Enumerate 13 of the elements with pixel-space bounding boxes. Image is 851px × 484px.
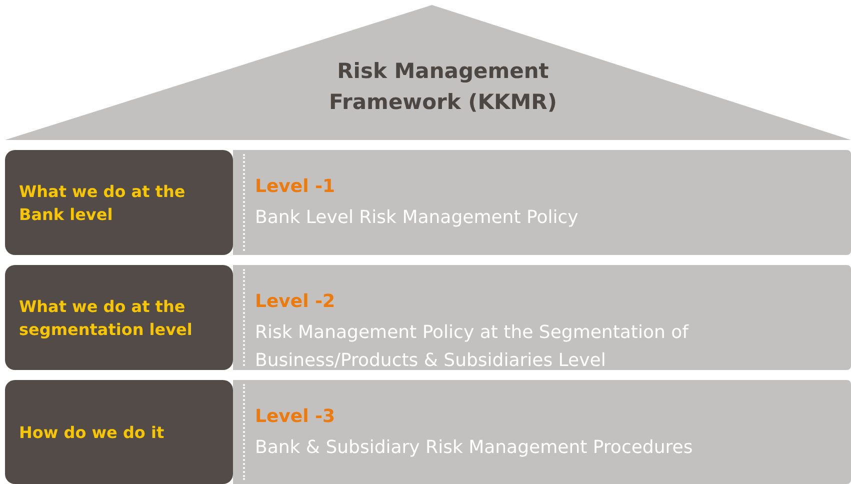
level-description: Risk Management Policy at the Segmentation of Business/Products & Subsidiaries Level	[255, 321, 690, 373]
level-description: Bank & Subsidiary Risk Management Procedures	[255, 436, 694, 460]
level-band	[233, 150, 851, 255]
level-heading: Level -1	[255, 175, 336, 199]
level-description: Bank Level Risk Management Policy	[255, 206, 580, 230]
scope-label: What we do at the Bank level	[5, 150, 233, 255]
level-band	[233, 265, 851, 370]
scope-label: How do we do it	[5, 380, 233, 484]
framework-title: Risk Management Framework (KKMR)	[328, 58, 558, 116]
level-heading: Level -3	[255, 405, 336, 429]
level-band	[233, 380, 851, 484]
scope-label: What we do at the segmentation level	[5, 265, 233, 370]
level-heading: Level -2	[255, 290, 336, 314]
